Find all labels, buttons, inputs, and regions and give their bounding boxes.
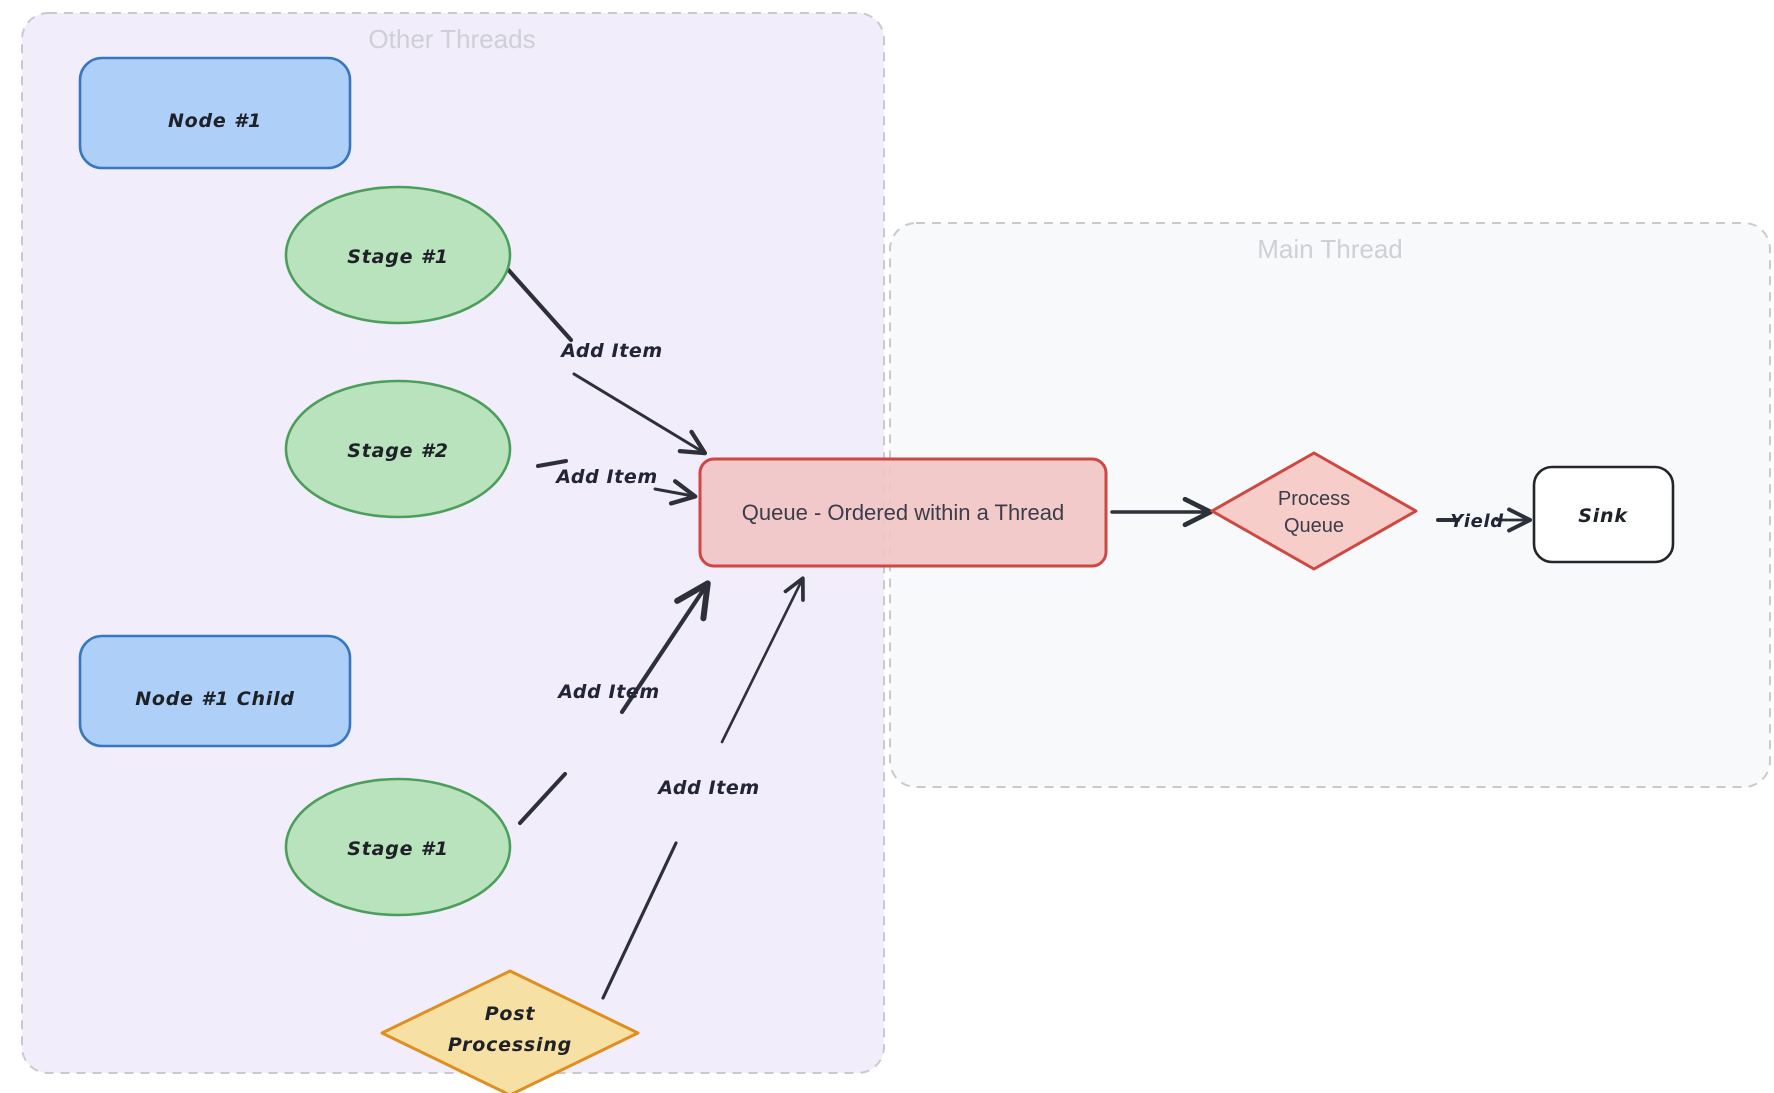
node-post-processing-label-line2: Processing bbox=[448, 1034, 572, 1056]
node-queue-shape[interactable] bbox=[698, 457, 1108, 568]
node-sink[interactable]: Sink bbox=[1532, 465, 1675, 564]
node-stage-2-label: Stage #2 bbox=[347, 440, 449, 462]
node-stage-1-top-label: Stage #1 bbox=[347, 246, 449, 268]
group-other-threads-box bbox=[21, 12, 885, 1074]
node-process-queue[interactable]: Process Queue bbox=[1210, 451, 1418, 571]
node-process-queue-label-line2: Queue bbox=[1284, 515, 1344, 537]
node-node-1-label: Node #1 bbox=[168, 110, 262, 132]
edge-postprocessing-to-queue bbox=[601, 576, 805, 1000]
node-process-queue-shape[interactable] bbox=[1210, 451, 1418, 571]
node-stage-1-bottom-shape[interactable] bbox=[284, 777, 512, 917]
node-stage-2-shape[interactable] bbox=[284, 379, 512, 519]
edge-stage2-to-queue bbox=[536, 459, 698, 506]
node-stage-1-top[interactable]: Stage #1 bbox=[284, 185, 512, 325]
node-queue-label: Queue - Ordered within a Thread bbox=[742, 500, 1064, 525]
node-stage-1-bottom-label: Stage #1 bbox=[347, 838, 449, 860]
node-node-1-child-label: Node #1 Child bbox=[135, 688, 295, 710]
edge-label-add-item-2: Add Item bbox=[554, 466, 658, 488]
node-stage-2[interactable]: Stage #2 bbox=[284, 379, 512, 519]
node-node-1-child[interactable]: Node #1 Child bbox=[78, 634, 352, 748]
node-stage-1-top-shape[interactable] bbox=[284, 185, 512, 325]
node-queue[interactable]: Queue - Ordered within a Thread bbox=[698, 457, 1108, 568]
edge-stage1bottom-to-queue bbox=[518, 580, 711, 825]
node-post-processing-shape[interactable] bbox=[380, 969, 640, 1093]
edge-label-add-item-1: Add Item bbox=[559, 340, 663, 362]
node-node-1[interactable]: Node #1 bbox=[78, 56, 352, 170]
group-other-threads: Other Threads bbox=[21, 12, 885, 1074]
node-node-1-child-shape[interactable] bbox=[78, 634, 352, 748]
edge-label-add-item-4: Add Item bbox=[656, 777, 760, 799]
edge-label-yield: Yield bbox=[1450, 511, 1504, 532]
node-sink-label: Sink bbox=[1578, 505, 1628, 527]
node-post-processing-label-line1: Post bbox=[485, 1003, 536, 1025]
node-node-1-shape[interactable] bbox=[78, 56, 352, 170]
edge-label-add-item-3: Add Item bbox=[556, 681, 660, 703]
group-other-threads-label: Other Threads bbox=[368, 24, 535, 54]
edge-stage1top-to-queue bbox=[501, 262, 708, 456]
group-main-thread-label: Main Thread bbox=[1257, 234, 1403, 264]
node-stage-1-bottom[interactable]: Stage #1 bbox=[284, 777, 512, 917]
node-process-queue-label-line1: Process bbox=[1278, 488, 1350, 510]
node-sink-shape[interactable] bbox=[1532, 465, 1675, 564]
node-post-processing[interactable]: Post Processing bbox=[380, 969, 640, 1093]
